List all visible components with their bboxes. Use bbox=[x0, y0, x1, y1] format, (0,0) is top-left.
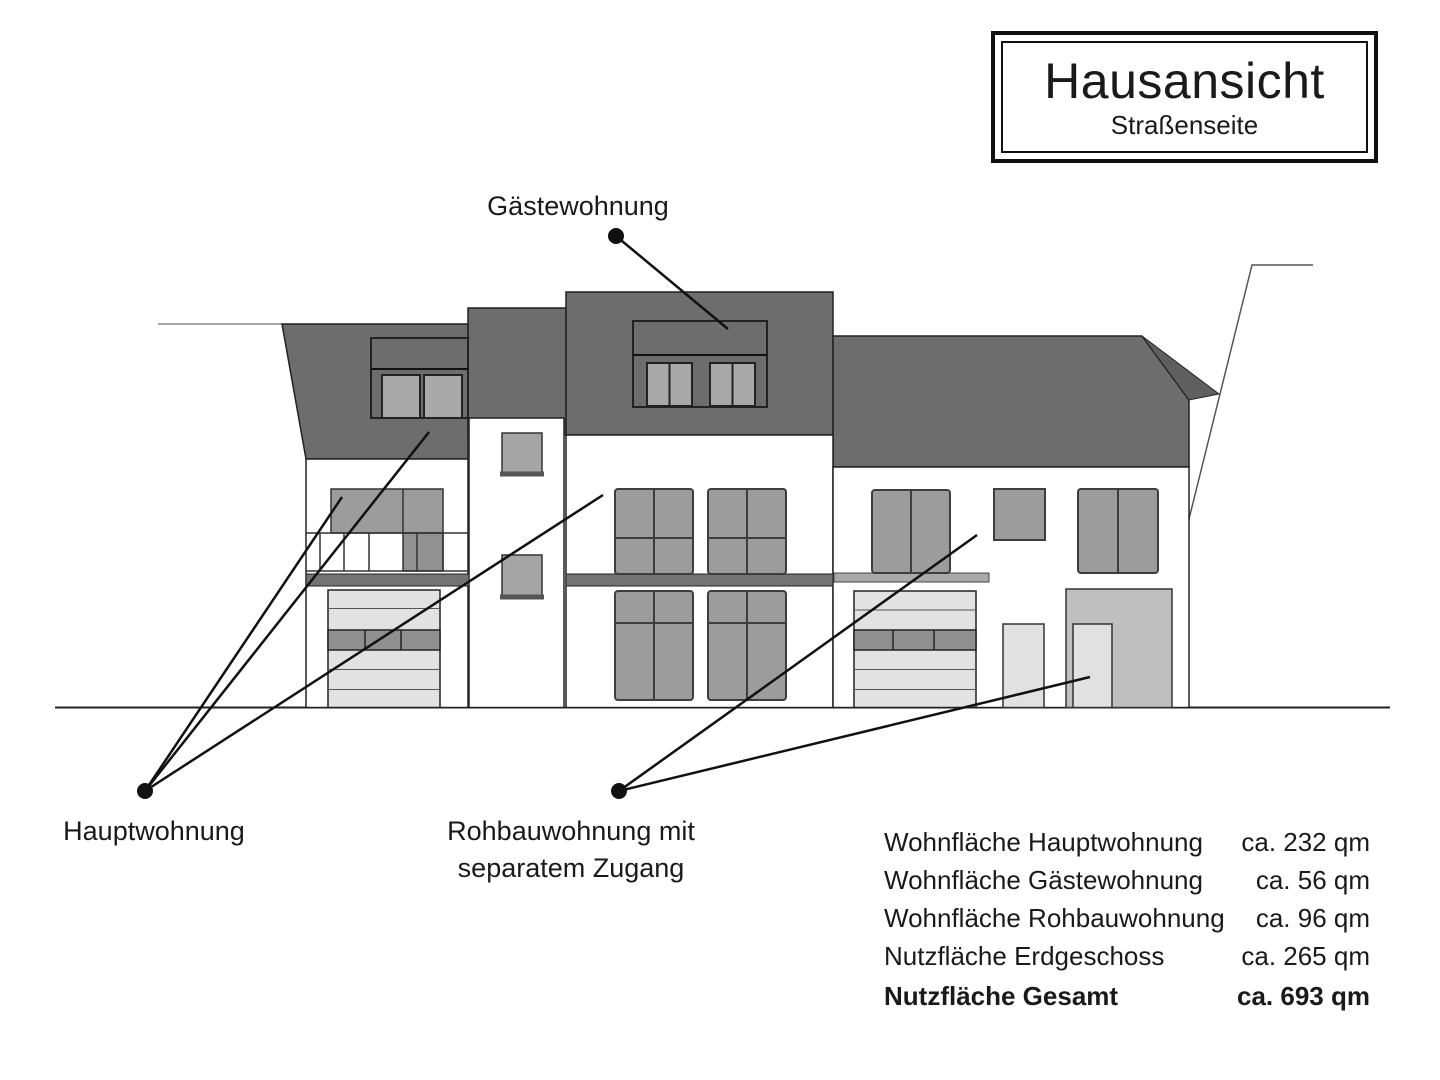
leader-hauptwohnung bbox=[144, 493, 604, 793]
area-label: Wohnfläche Hauptwohnung bbox=[884, 827, 1203, 857]
area-value: ca. 232 qm bbox=[1241, 827, 1370, 857]
middle-floor-band bbox=[565, 573, 834, 587]
table-row: Wohnfläche Gästewohnung ca. 56 qm bbox=[884, 866, 1370, 894]
area-value: ca. 265 qm bbox=[1241, 941, 1370, 971]
label-gaestewohnung: Gästewohnung bbox=[487, 191, 669, 221]
callout-lines bbox=[143, 235, 1091, 793]
callout-dots bbox=[137, 228, 627, 799]
left-dormer-window bbox=[423, 374, 463, 419]
sheet-title: Hausansicht bbox=[1044, 53, 1325, 109]
left-dormer-window bbox=[381, 374, 421, 419]
garage-slat-lines bbox=[328, 608, 976, 690]
sheet-subtitle: Straßenseite bbox=[1110, 110, 1259, 140]
left-balcony-slab bbox=[305, 573, 470, 587]
balcony-door-upper bbox=[330, 488, 444, 534]
area-value: ca. 96 qm bbox=[1255, 903, 1370, 933]
tower-window bbox=[501, 554, 543, 599]
callout-dot-hauptwohnung bbox=[137, 783, 153, 799]
garage-band-dividers bbox=[364, 630, 935, 650]
dormer-window-group bbox=[381, 362, 756, 419]
leader-gaestewohnung bbox=[615, 235, 729, 330]
area-table: Wohnfläche Hauptwohnung ca. 232 qm Wohnf… bbox=[884, 828, 1370, 1020]
side-door bbox=[1002, 623, 1045, 709]
table-row-total: Nutzfläche Gesamt ca. 693 qm bbox=[884, 982, 1370, 1010]
balcony-group bbox=[306, 488, 469, 572]
area-value: ca. 56 qm bbox=[1255, 865, 1370, 895]
left-garage-band bbox=[327, 629, 441, 651]
leader-hauptwohnung bbox=[143, 496, 344, 792]
tower-window bbox=[501, 432, 543, 476]
middle-facade bbox=[565, 434, 834, 709]
right-roof bbox=[832, 335, 1190, 468]
leader-rohbauwohnung bbox=[618, 533, 978, 793]
area-label: Nutzfläche Erdgeschoss bbox=[884, 941, 1165, 971]
garage-band-group bbox=[327, 629, 977, 651]
label-hauptwohnung: Hauptwohnung bbox=[63, 816, 245, 846]
roof-behind-tower bbox=[467, 307, 567, 436]
balcony-door-panel bbox=[402, 532, 444, 572]
leader-hauptwohnung bbox=[144, 431, 430, 792]
callout-dot-rohbauwohnung bbox=[611, 783, 627, 799]
leader-rohbauwohnung bbox=[618, 675, 1091, 793]
right-garage-band bbox=[853, 629, 977, 651]
callout-dot-gaestewohnung bbox=[608, 228, 624, 244]
area-value: ca. 693 qm bbox=[1237, 981, 1370, 1011]
area-label: Nutzfläche Gesamt bbox=[884, 981, 1119, 1011]
right-roof-hip-facet bbox=[1141, 335, 1221, 401]
right-window-small bbox=[993, 488, 1046, 541]
title-block-inner: Hausansicht Straßenseite bbox=[1001, 41, 1368, 153]
table-row: Nutzfläche Erdgeschoss ca. 265 qm bbox=[884, 942, 1370, 970]
title-block: Hausansicht Straßenseite bbox=[991, 31, 1378, 163]
label-rohbauwohnung-line2: separatem Zugang bbox=[457, 853, 685, 883]
table-row: Wohnfläche Hauptwohnung ca. 232 qm bbox=[884, 828, 1370, 856]
area-label: Wohnfläche Gästewohnung bbox=[884, 865, 1203, 895]
area-label: Wohnfläche Rohbauwohnung bbox=[884, 903, 1225, 933]
label-rohbauwohnung-line1: Rohbauwohnung mit bbox=[447, 816, 695, 846]
table-row: Wohnfläche Rohbauwohnung ca. 96 qm bbox=[884, 904, 1370, 932]
entrance-door bbox=[1072, 623, 1113, 709]
tower-window-group bbox=[500, 432, 544, 600]
label-rohbauwohnung: Rohbauwohnung mit separatem Zugang bbox=[411, 813, 731, 887]
neighbor-outline-line bbox=[1188, 264, 1313, 520]
